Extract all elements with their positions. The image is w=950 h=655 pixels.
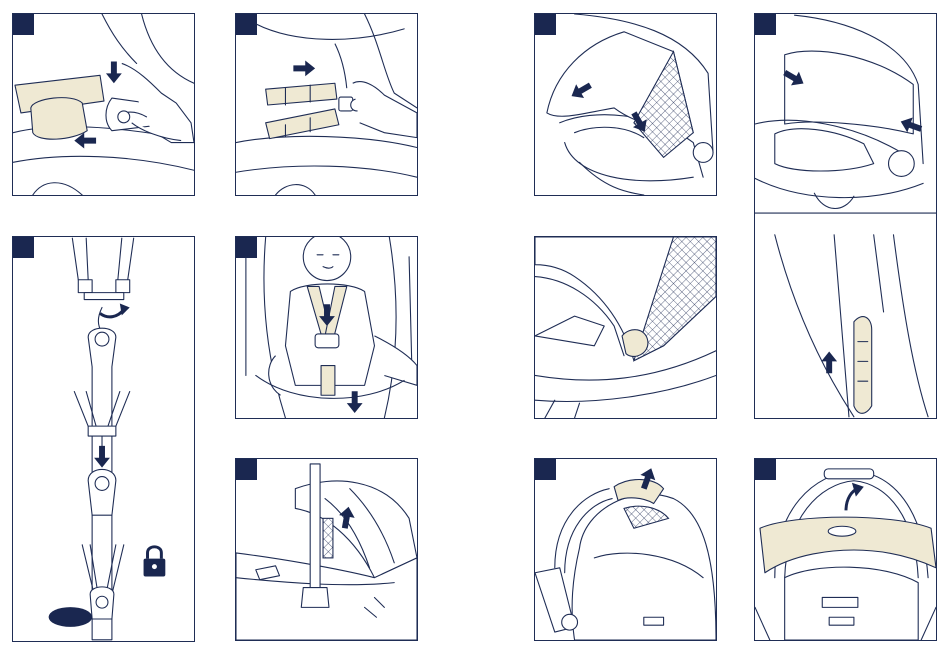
- illustration-canopy-clips: [755, 14, 936, 418]
- illustration-infant-harness: [236, 237, 417, 418]
- illustration-side-lever: [236, 459, 417, 640]
- clip-shadow: [49, 607, 93, 627]
- arrow-down-icon: [347, 391, 363, 413]
- step-panel-4: [754, 13, 937, 419]
- arrow-right-icon: [293, 60, 315, 76]
- step-panel-9: [534, 458, 717, 641]
- arrow-down-icon: [106, 61, 122, 83]
- step-panel-5: [12, 236, 195, 642]
- illustration-canopy-fabric: [535, 237, 716, 418]
- illustration-strap-threading: [236, 14, 417, 195]
- step-panel-6: [235, 236, 418, 419]
- illustration-canopy-fold: [755, 459, 936, 640]
- step-panel-1: [12, 13, 195, 196]
- step-panel-8: [235, 458, 418, 641]
- illustration-harness-release: [13, 14, 194, 195]
- step-panel-3: [534, 13, 717, 196]
- illustration-buckle-steps: [13, 237, 194, 641]
- illustration-canopy-removal: [535, 14, 716, 195]
- illustration-handle-rotation: [535, 459, 716, 640]
- step-panel-10: [754, 458, 937, 641]
- lock-icon: [144, 547, 166, 577]
- arrow-up-icon: [821, 352, 837, 374]
- step-panel-2: [235, 13, 418, 196]
- arrow-rotate-icon: [100, 303, 130, 316]
- arrow-curved-icon: [846, 483, 864, 511]
- step-panel-7: [534, 236, 717, 419]
